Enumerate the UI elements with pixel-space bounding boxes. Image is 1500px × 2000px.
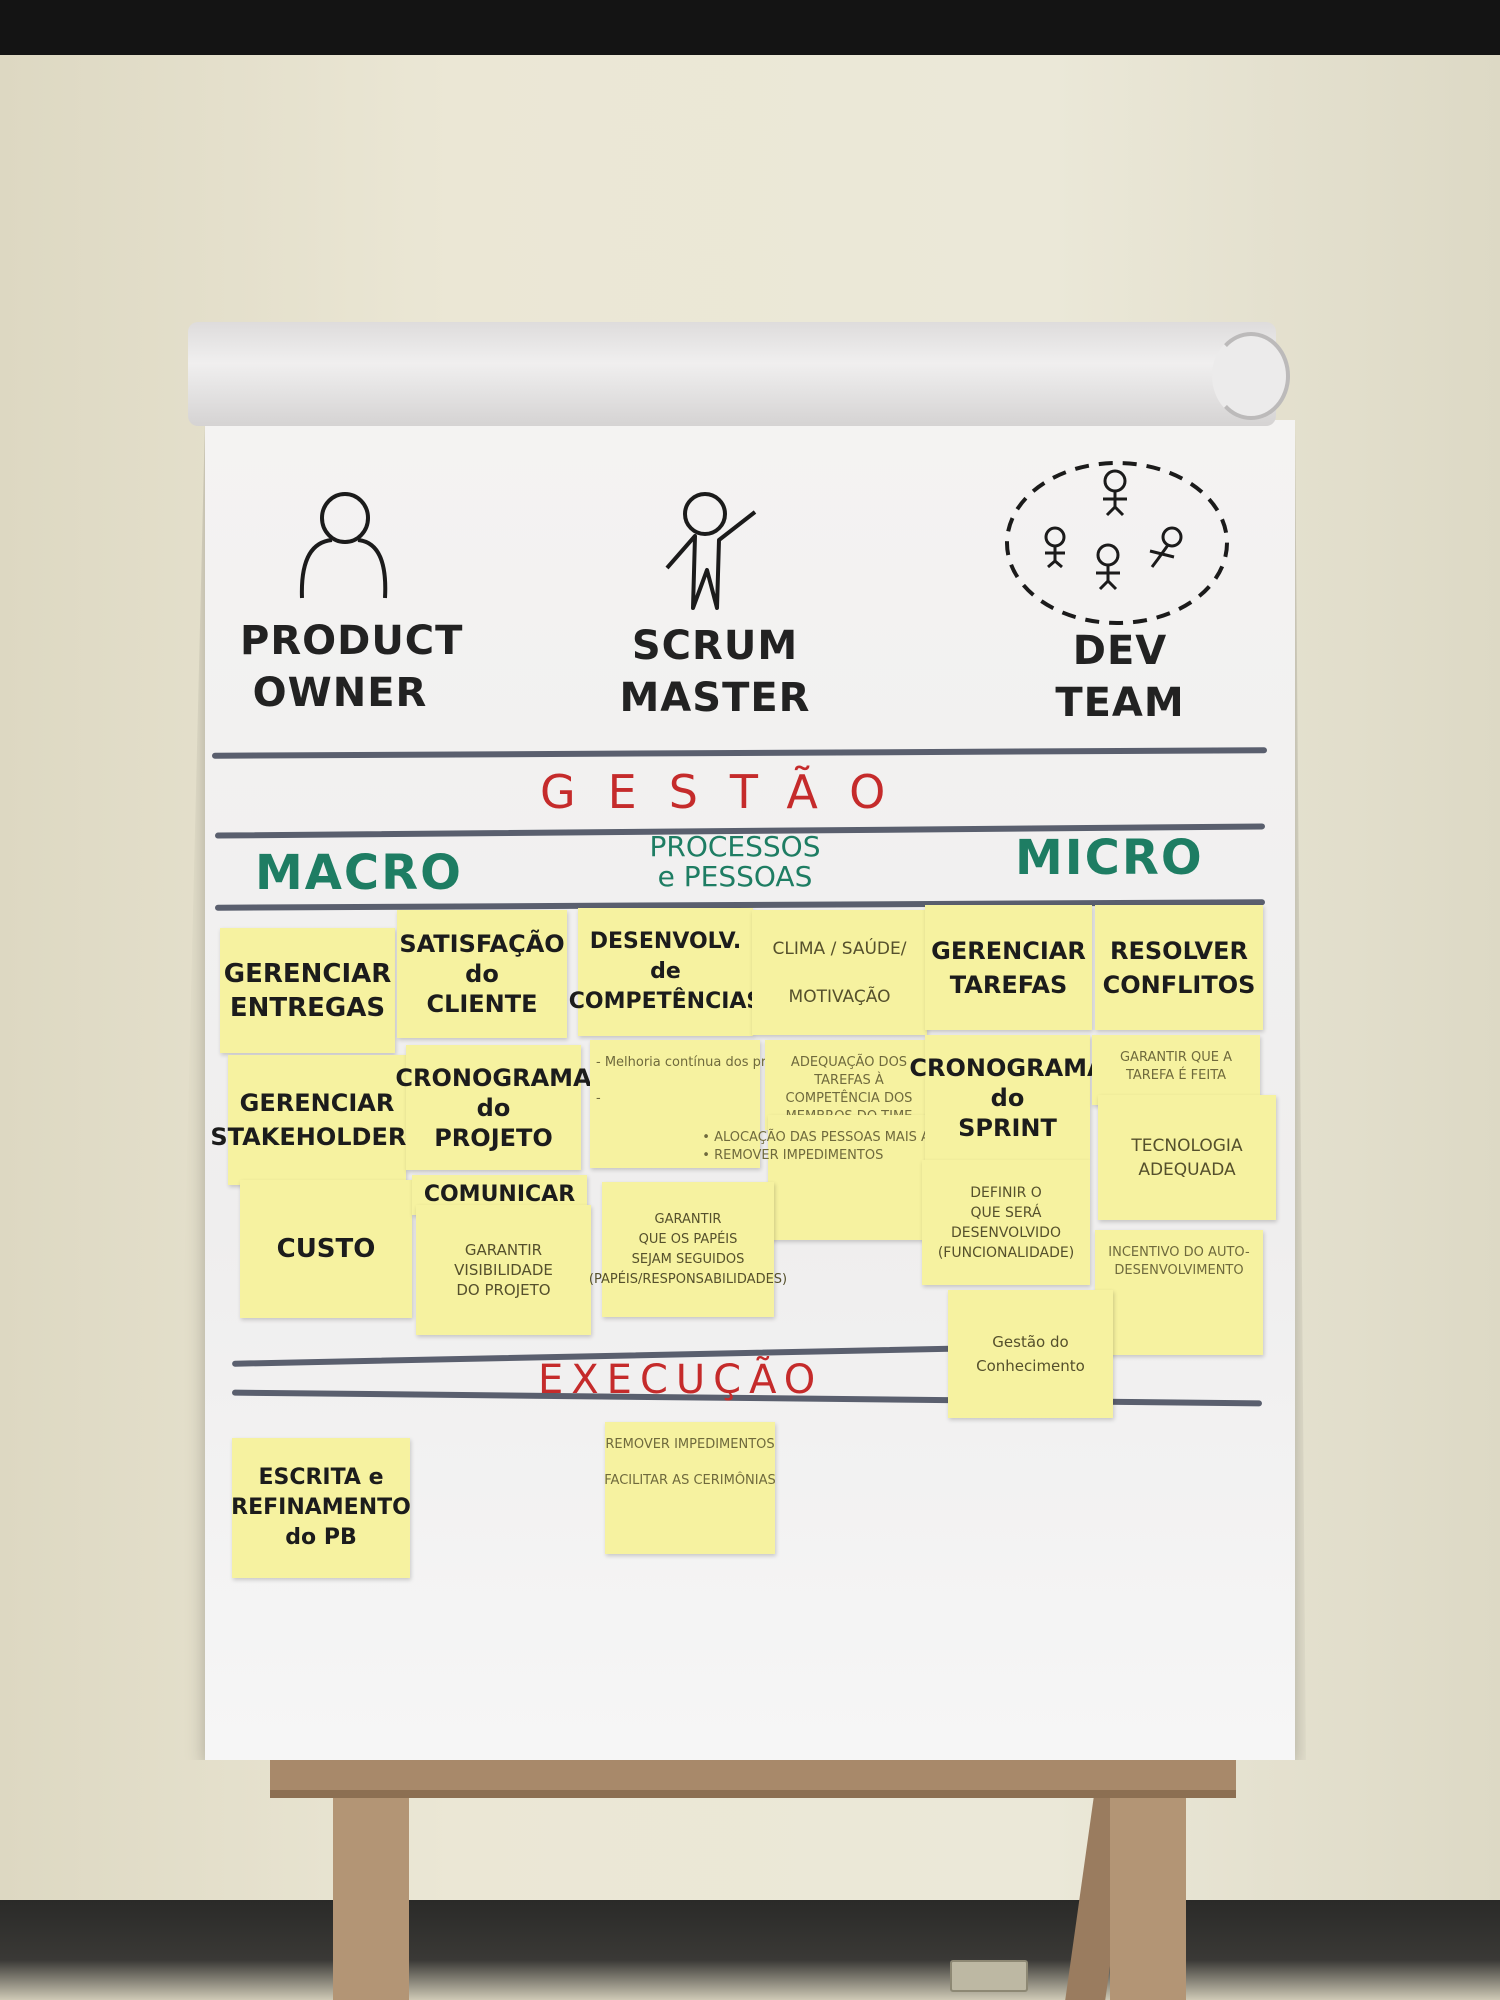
sticky-note: GERENCIAR STAKEHOLDERS (210, 1055, 424, 1185)
sticky-note: CRONOGRAMA do PROJETO (395, 1045, 592, 1170)
section-execucao: EXECUÇÃO (538, 1357, 824, 1403)
sticky-note: GARANTIR QUE A TAREFA É FEITA (1092, 1035, 1260, 1105)
floor-outlet-plate (950, 1960, 1028, 1992)
role-dev-team: DEV TEAM (1055, 628, 1185, 726)
sticky-note: DESENVOLV. de COMPETÊNCIAS (569, 908, 762, 1036)
column-processos-pessoas: PROCESSOS e PESSOAS (649, 830, 821, 893)
sticky-note: DEFINIR O QUE SERÁ DESENVOLVIDO (FUNCION… (922, 1160, 1090, 1285)
section-gestao: GESTÃO (540, 765, 918, 819)
column-macro: MACRO (255, 845, 463, 901)
sticky-note: RESOLVER CONFLITOS (1095, 905, 1263, 1030)
scrum-master-icon (665, 492, 757, 610)
sticky-note: GARANTIR VISIBILIDADE DO PROJETO (416, 1205, 591, 1335)
role-product-owner: PRODUCT OWNER (240, 618, 464, 716)
sticky-note: SATISFAÇÃO do CLIENTE (397, 910, 567, 1038)
sticky-note: GERENCIAR ENTREGAS (220, 928, 395, 1053)
role-scrum-master: SCRUM MASTER (619, 623, 811, 721)
column-micro: MICRO (1015, 830, 1204, 886)
sticky-note: REMOVER IMPEDIMENTOS FACILITAR AS CERIMÔ… (604, 1422, 776, 1554)
sticky-note: TECNOLOGIA ADEQUADA (1098, 1095, 1276, 1220)
easel-right-leg (1110, 1790, 1186, 2000)
flipchart-roll (188, 322, 1276, 426)
top-dark-band (0, 0, 1500, 55)
floor-strip (0, 1900, 1500, 2000)
sticky-note: ESCRITA e REFINAMENTO do PB (231, 1438, 411, 1578)
sticky-note: GERENCIAR TAREFAS (925, 905, 1092, 1030)
sticky-note: CRONOGRAMA do SPRINT (909, 1035, 1106, 1160)
sticky-note: • ALOCAÇÃO DAS PESSOAS MAIS ADEQUADAS • … (702, 1115, 1004, 1240)
easel-left-leg (333, 1790, 409, 2000)
sticky-note: Gestão do Conhecimento (948, 1290, 1113, 1418)
sticky-note: GARANTIR QUE OS PAPÉIS SEJAM SEGUIDOS (P… (589, 1182, 787, 1317)
sticky-note: CLIMA / SAÚDE/ MOTIVAÇÃO (752, 910, 927, 1035)
product-owner-icon (299, 492, 388, 599)
sticky-note: CUSTO (240, 1180, 412, 1318)
dev-team-icon (1005, 461, 1229, 625)
paper-curl (1212, 332, 1290, 420)
sticky-note: INCENTIVO DO AUTO-DESENVOLVIMENTO (1095, 1230, 1263, 1355)
